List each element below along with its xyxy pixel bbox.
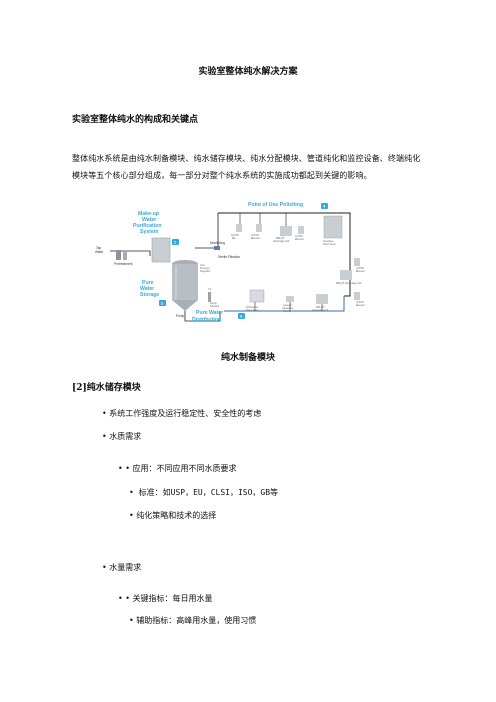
svg-text:2: 2 (161, 301, 164, 306)
svg-text:Q-POD: Q-POD (356, 267, 364, 270)
section-heading-composition: 实验室整体纯水的构成和关键点 (72, 115, 199, 125)
sterile-filtration-label: Sterile Filtration (218, 255, 240, 259)
list-item: • 系统工作强度及运行稳定性、安全性的考虑 (102, 409, 262, 418)
autoclave: Autoclave Direct Feed (323, 215, 343, 246)
svg-text:Q-POD: Q-POD (356, 301, 364, 304)
svg-text:Element: Element (295, 238, 304, 241)
svg-text:Direct Feed: Direct Feed (323, 243, 336, 246)
qpod-3: Q-POD Element (295, 226, 304, 241)
list-item: • 水质需求 (102, 432, 142, 441)
pipe-drop-bottom (254, 302, 323, 311)
uv-label: UV (208, 288, 212, 291)
pipe-loop (218, 212, 351, 297)
svg-text:4: 4 (323, 204, 326, 209)
svg-text:Water: Water (140, 286, 154, 292)
pipe-drop (239, 213, 287, 226)
svg-text:Element: Element (356, 304, 365, 307)
svg-text:Dishwasher: Dishwasher (246, 306, 259, 309)
list-item: • 水量需求 (102, 563, 142, 572)
svg-text:Pure Water: Pure Water (196, 310, 223, 316)
qpod-5: Q-POD Element (354, 292, 365, 307)
svg-text:Storage: Storage (140, 292, 159, 298)
svg-text:3: 3 (240, 314, 243, 319)
svg-text:System: System (140, 229, 159, 235)
subsection-heading-storage: [2]纯水储存模块 (72, 383, 141, 393)
pou-label: Point of Use Polishing (248, 202, 303, 208)
svg-text:Distribution: Distribution (192, 317, 221, 323)
svg-text:Purification: Purification (133, 223, 162, 229)
makeup-unit (151, 237, 171, 263)
qpod-4: Q-POD Element (354, 258, 365, 273)
storage-label: Pure Water Storage (140, 280, 159, 298)
svg-text:Glassware: Glassware (282, 307, 294, 310)
svg-text:Regulator: Regulator (200, 270, 211, 273)
svg-text:Sterile: Sterile (210, 302, 217, 305)
svg-text:Advantage A10: Advantage A10 (273, 240, 290, 243)
svg-text:Direct Feed: Direct Feed (246, 309, 259, 312)
svg-text:Q-POD: Q-POD (231, 234, 239, 237)
svg-text:Filtration: Filtration (210, 305, 220, 308)
dishwasher: Dishwasher Direct Feed (246, 289, 265, 312)
svg-text:Element: Element (356, 270, 365, 273)
tap-water-label-2: Water (95, 250, 104, 254)
list-item: • • 应用：不同应用不同水质要求 (118, 464, 237, 473)
svg-text:1: 1 (174, 240, 177, 245)
pump-label: Pump (176, 314, 185, 318)
badge-2: 2 (159, 300, 166, 306)
distribution-label: Pure Water Distribution (192, 310, 223, 323)
document-title: 实验室整体纯水解决方案 (198, 67, 298, 77)
qpod-2: Q-POD Element (251, 224, 262, 240)
badge-3: 3 (238, 313, 245, 319)
pretreatment-label: Pretreatment (114, 262, 133, 266)
svg-text:Rinsing: Rinsing (283, 310, 292, 313)
pipe-loop-bottom (224, 296, 345, 312)
svg-text:Autoclave: Autoclave (323, 240, 334, 243)
svg-text:Milli-Q®: Milli-Q® (276, 237, 285, 240)
list-item: • 辅助指标：高峰用水量，使用习惯 (129, 616, 257, 625)
badge-4: 4 (321, 203, 328, 209)
pretreatment-unit (116, 250, 121, 260)
pipe-pump (184, 306, 221, 322)
svg-text:Water: Water (142, 217, 156, 223)
tap-water-label: Tap (96, 246, 101, 250)
svg-text:Vent: Vent (200, 264, 205, 267)
list-item: • 纯化策略和技术的选择 (129, 511, 217, 520)
svg-text:General: General (283, 304, 292, 307)
water-system-diagram: Make-up Water Purification System Point … (95, 202, 365, 323)
svg-text:Make-up: Make-up (138, 211, 159, 217)
svg-text:Q-POD: Q-POD (251, 234, 259, 237)
svg-text:Pure: Pure (142, 280, 154, 286)
milliq-right: Milli-Q® Advantage A10 (336, 270, 362, 285)
svg-text:Elix: Elix (232, 237, 237, 240)
list-item: • 标准：如USP，EU，CLSI，ISO，GB等 (129, 488, 279, 497)
svg-text:Advantage A10: Advantage A10 (312, 309, 329, 312)
svg-text:Milli-Q® Advantage A10: Milli-Q® Advantage A10 (336, 282, 362, 285)
list-item: • • 关键指标：每日用水量 (118, 594, 213, 603)
badge-1: 1 (172, 239, 179, 245)
makeup-label: Make-up Water Purification System (133, 211, 162, 235)
qpod-1: Q-POD Elix (231, 224, 242, 240)
section-heading-preparation: 纯水制备模块 (220, 353, 275, 363)
svg-text:Pressure: Pressure (200, 267, 210, 270)
svg-text:Milli-Q®: Milli-Q® (316, 306, 325, 309)
monitoring-label: Monitoring (210, 241, 225, 245)
svg-text:Q-POD: Q-POD (295, 235, 303, 238)
milliq-top: Milli-Q® Advantage A10 (273, 226, 292, 243)
storage-tank (172, 260, 198, 311)
pipe-feed (110, 250, 151, 256)
milliq-bottom: Milli-Q® Advantage A10 (312, 294, 329, 312)
intro-paragraph: 整体纯水系统是由纯水制备模块、纯水储存模块、纯水分配模块、管道纯化和监控设备、终… (72, 154, 421, 180)
glassware: General Glassware Rinsing (282, 296, 294, 313)
svg-text:Element: Element (251, 237, 260, 240)
